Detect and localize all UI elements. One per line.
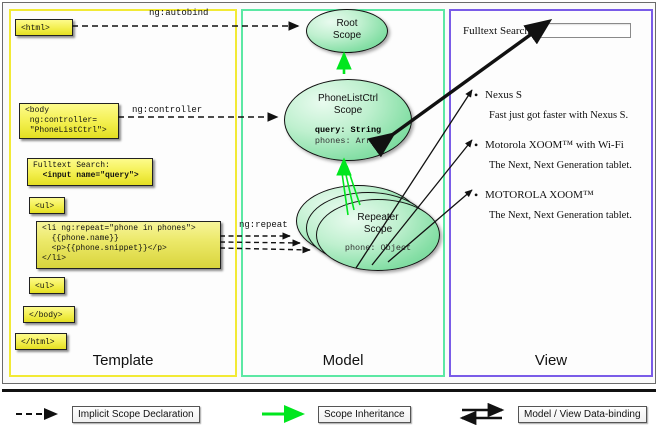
fulltext-search-input[interactable] bbox=[536, 23, 631, 38]
scope-phonelistctrl: PhoneListCtrl Scope query: String phones… bbox=[284, 79, 412, 161]
scope-root-title-line1: Root bbox=[336, 18, 358, 29]
legend-dashed-arrow-icon bbox=[16, 408, 58, 420]
phone-snippet: The Next, Next Generation tablet. bbox=[489, 160, 632, 171]
legend-label-implicit-scope-declaration: Implicit Scope Declaration bbox=[72, 405, 200, 423]
fulltext-search-row: Fulltext Search: bbox=[463, 23, 631, 38]
legend-double-arrow-icon bbox=[459, 402, 505, 426]
scope-repeater-title-line1: Repeater bbox=[357, 212, 399, 223]
connector-label-autobind: ng:autobind bbox=[149, 8, 209, 18]
phone-list-item: MOTOROLA XOOM™ The Next, Next Generation… bbox=[474, 188, 641, 221]
code-box-li-repeat: <li ng:repeat="phone in phones"> {{phone… bbox=[36, 221, 221, 269]
view-rendered-page: Fulltext Search: Nexus S Fast just got f… bbox=[459, 19, 643, 345]
code-box-html-open: <html> bbox=[15, 19, 73, 36]
phone-name: MOTOROLA XOOM™ bbox=[474, 188, 641, 203]
connector-label-repeat: ng:repeat bbox=[239, 220, 288, 230]
scope-repeater-title-line2: Scope bbox=[363, 223, 393, 235]
scope-prop-query: query: String bbox=[314, 125, 382, 135]
phone-name: Nexus S bbox=[474, 88, 641, 103]
fulltext-search-label: Fulltext Search: bbox=[463, 24, 533, 37]
code-box-html-close: </html> bbox=[15, 333, 67, 350]
scope-phonelistctrl-title-line1: PhoneListCtrl bbox=[317, 93, 379, 104]
legend: Implicit Scope Declaration Scope Inherit… bbox=[0, 400, 660, 432]
phone-list-item: Motorola XOOM™ with Wi-Fi The Next, Next… bbox=[474, 138, 641, 171]
phone-snippet: Fast just got faster with Nexus S. bbox=[489, 110, 629, 121]
code-box-body-close: </body> bbox=[23, 306, 75, 323]
code-box-body-open: <body ng:controller= "PhoneListCtrl"> bbox=[19, 103, 119, 139]
code-box-ul-open: <ul> bbox=[29, 197, 65, 214]
diagram-frame: Template Model View Fulltext Search: Nex… bbox=[2, 2, 656, 384]
column-label-template: Template bbox=[92, 352, 154, 369]
column-label-view: View bbox=[534, 352, 568, 369]
legend-item-model-view-data-binding: Model / View Data-binding bbox=[459, 400, 647, 428]
phone-list-item: Nexus S Fast just got faster with Nexus … bbox=[474, 88, 641, 121]
scope-root: Root Scope bbox=[306, 9, 388, 53]
legend-divider bbox=[2, 389, 656, 392]
connector-label-controller: ng:controller bbox=[132, 105, 203, 115]
column-label-model: Model bbox=[322, 352, 364, 369]
scope-prop-phones: phones: Array bbox=[314, 135, 382, 146]
scope-prop-phone: phone: Object bbox=[344, 243, 412, 253]
phone-name: Motorola XOOM™ with Wi-Fi bbox=[474, 138, 641, 153]
legend-label-scope-inheritance: Scope Inheritance bbox=[318, 405, 411, 423]
column-view: View Fulltext Search: Nexus S Fast just … bbox=[449, 9, 653, 377]
phone-snippet: The Next, Next Generation tablet. bbox=[489, 210, 632, 221]
legend-item-scope-inheritance: Scope Inheritance bbox=[260, 400, 411, 428]
scope-repeater: Repeater Scope phone: Object bbox=[316, 199, 440, 271]
legend-label-model-view-data-binding: Model / View Data-binding bbox=[518, 405, 647, 423]
legend-green-arrow-icon bbox=[262, 405, 305, 423]
scope-phonelistctrl-title-line2: Scope bbox=[333, 104, 363, 116]
scope-root-title-line2: Scope bbox=[332, 29, 362, 41]
code-box-fulltext-search: Fulltext Search: <input name="query"> bbox=[27, 158, 153, 186]
code-box-ul-close: <ul> bbox=[29, 277, 65, 294]
legend-item-implicit-scope-declaration: Implicit Scope Declaration bbox=[14, 400, 200, 428]
